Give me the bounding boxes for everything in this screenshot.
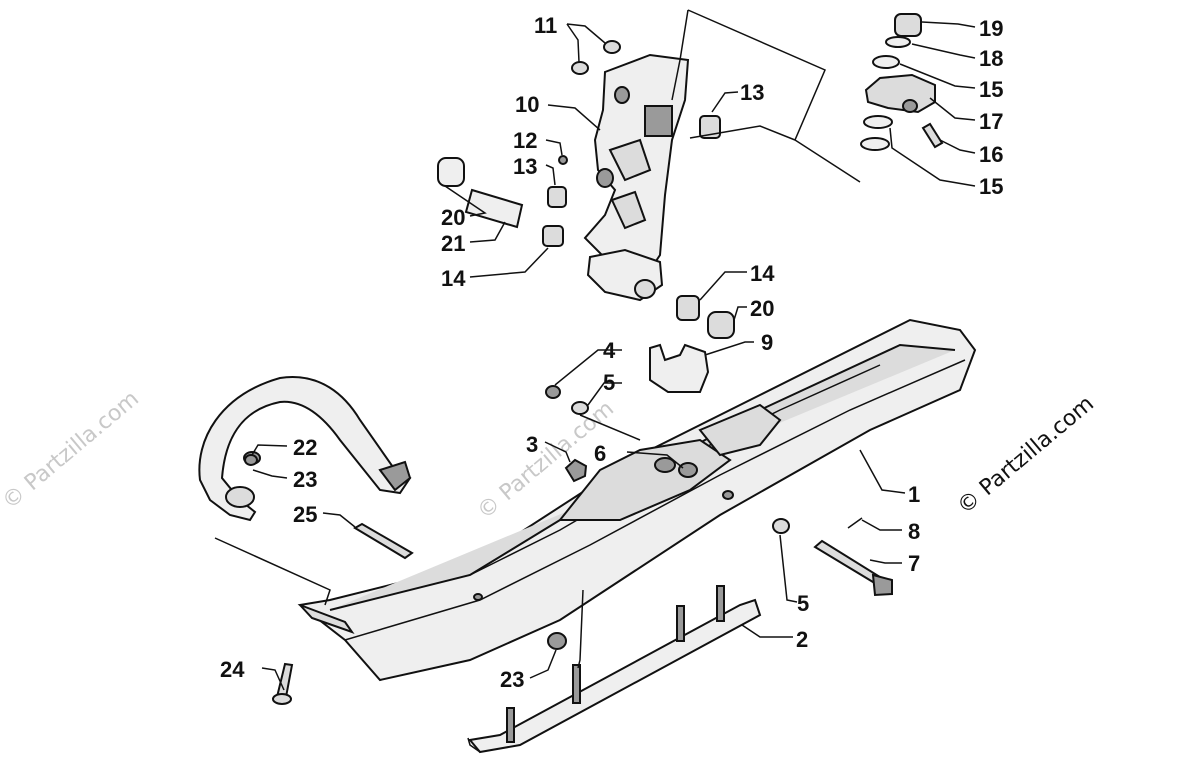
callout-16: 16 — [979, 142, 1003, 167]
callout-3: 3 — [526, 432, 538, 457]
callout-5-lower: 5 — [797, 591, 809, 616]
callout-17: 17 — [979, 109, 1003, 134]
callout-2: 2 — [796, 627, 808, 652]
callout-25: 25 — [293, 502, 317, 527]
callout-6: 6 — [594, 441, 606, 466]
leader-lines — [214, 9, 976, 691]
callout-5-upper: 5 — [603, 370, 615, 395]
mount-hardware — [244, 385, 698, 650]
callout-8: 8 — [908, 519, 920, 544]
callout-9: 9 — [761, 330, 773, 355]
callout-15-lower: 15 — [979, 174, 1003, 199]
callout-21: 21 — [441, 231, 465, 256]
watermark-faint-left: © Partzilla.com — [0, 386, 144, 514]
callout-19: 19 — [979, 16, 1003, 41]
callout-1: 1 — [908, 482, 920, 507]
callout-23-upper: 23 — [293, 467, 317, 492]
callout-4: 4 — [603, 338, 616, 363]
callout-7: 7 — [908, 551, 920, 576]
callout-20-left: 20 — [441, 205, 465, 230]
watermark-main: © Partzilla.com — [953, 391, 1099, 519]
clamp-assembly — [860, 13, 944, 151]
callout-10: 10 — [515, 92, 539, 117]
watermark-group: © Partzilla.com © Partzilla.com © Partzi… — [0, 386, 1099, 524]
callout-12: 12 — [513, 128, 537, 153]
callout-14-left: 14 — [441, 266, 466, 291]
callout-13-lower: 13 — [513, 154, 537, 179]
callout-labels: 1 2 3 4 5 5 6 7 8 9 10 11 12 13 13 14 14… — [220, 13, 1003, 692]
ski-body — [297, 318, 977, 682]
callout-24: 24 — [220, 657, 245, 682]
callout-20-right: 20 — [750, 296, 774, 321]
saddle-block — [649, 343, 710, 393]
bolts — [272, 517, 893, 705]
callout-13-upper: 13 — [740, 80, 764, 105]
callout-11: 11 — [534, 13, 557, 38]
callout-18: 18 — [979, 46, 1003, 71]
spindle — [583, 53, 690, 302]
callout-22: 22 — [293, 435, 317, 460]
bushings-and-washers — [437, 40, 735, 339]
runner-wear-bar — [467, 585, 762, 754]
callout-15-upper: 15 — [979, 77, 1003, 102]
callout-23-lower: 23 — [500, 667, 524, 692]
callout-14-right: 14 — [750, 261, 775, 286]
